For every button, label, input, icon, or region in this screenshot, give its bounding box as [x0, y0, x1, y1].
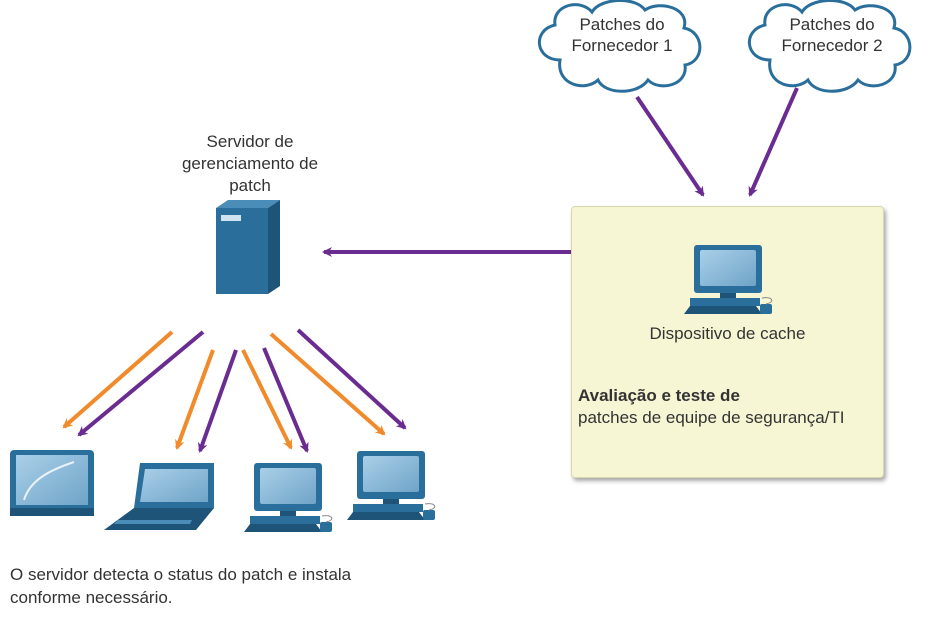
cache-device-panel: Dispositivo de cache Avaliação e teste d…: [571, 206, 884, 478]
caption-line2: conforme necessário.: [10, 588, 173, 607]
arrow-orange-laptop: [175, 349, 215, 450]
cloud-vendor-1-line1: Patches do: [579, 15, 665, 34]
server-icon: [216, 200, 280, 294]
cloud-vendor-1-label: Patches do Fornecedor 1: [552, 14, 692, 56]
server-label-line2: gerenciamento de: [181, 154, 319, 173]
desktop-icon: [244, 463, 333, 532]
arrow-vendor1-to-cache: [635, 95, 705, 197]
cache-device-label: Dispositivo de cache: [649, 324, 806, 343]
laptop-icon: [104, 463, 214, 530]
cloud-vendor-1-line2: Fornecedor 1: [571, 36, 673, 55]
cloud-vendor-2-line1: Patches do: [789, 15, 875, 34]
distribution-arrows: [62, 328, 407, 453]
server-label: Servidor de gerenciamento de patch: [160, 131, 340, 197]
cloud-vendor-1-icon: [537, 0, 702, 93]
cache-desktop-icon: [684, 245, 773, 314]
cache-subtext: patches de equipe de segurança/TI: [578, 408, 845, 427]
caption-line1: O servidor detecta o status do patch e i…: [10, 565, 352, 584]
arrow-orange-desktop2: [269, 332, 386, 436]
arrow-orange-tablet: [62, 330, 174, 429]
cache-heading: Avaliação e teste de: [578, 386, 740, 405]
arrow-purple-desktop1: [262, 347, 309, 453]
desktop-icon: [347, 451, 436, 520]
arrow-purple-laptop: [197, 349, 238, 453]
arrow-orange-desktop1: [241, 349, 293, 450]
cloud-vendor-2-icon: [747, 0, 912, 93]
arrow-purple-tablet: [77, 330, 205, 437]
arrow-vendor2-to-cache: [748, 87, 799, 197]
bottom-caption: O servidor detecta o status do patch e i…: [10, 563, 430, 609]
server-label-line1: Servidor de: [206, 132, 294, 151]
cloud-vendor-2-line2: Fornecedor 2: [781, 36, 883, 55]
arrow-purple-desktop2: [296, 328, 407, 430]
server-label-line3: patch: [229, 176, 271, 195]
tablet-icon: [10, 450, 94, 516]
cloud-vendor-2-label: Patches do Fornecedor 2: [762, 14, 902, 56]
